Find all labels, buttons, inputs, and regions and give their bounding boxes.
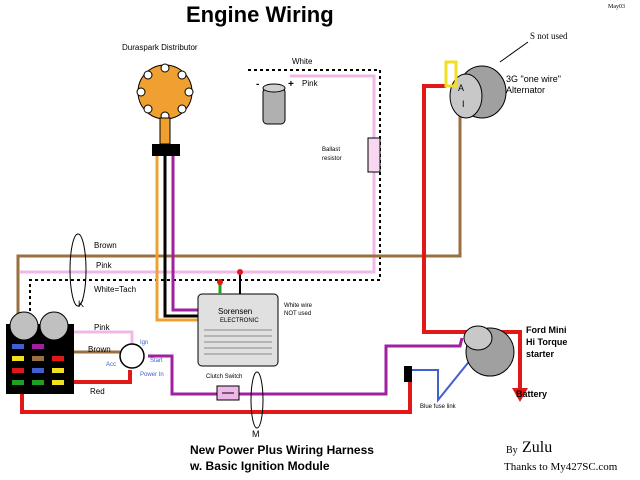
brown-left-label: Brown [88,345,111,354]
brown-wire-label: Brown [94,241,117,250]
thanks-label: Thanks to My427SC.com [504,461,618,473]
date-code: May03 [608,4,625,10]
distributor-label: Duraspark Distributor [122,43,198,52]
switch-start-label: Start [150,358,163,364]
red-left-label: Red [90,387,105,396]
dotted-black-wire [29,69,381,318]
harness-loop-m [250,371,264,429]
alternator-i-label: I [462,99,465,109]
blue-fuse-link-wire [410,347,481,403]
ballast-resistor [367,137,381,173]
alternator-label: 3G "one wire" Alternator [506,74,561,95]
battery-arrow [512,388,528,402]
pink-wire [20,74,376,344]
page-title: Engine Wiring [186,2,334,27]
harness-caption-line2: w. Basic Ignition Module [190,459,330,473]
switch-power-in-label: Power In [140,372,164,378]
starter-motor [463,325,515,377]
starter-label: Ford Mini Hi Torque starter [526,325,568,359]
ignition-coil [262,83,286,125]
gauge-cluster [6,311,74,394]
distributor-cap [136,63,194,156]
module-sub-label: ELECTRONIC [220,318,259,324]
author-label: Zulu [522,439,553,456]
fuse-holder [404,366,412,382]
distributor-wires [155,156,200,322]
switch-ign-label: Ign [140,340,149,346]
k-marker-label: K [78,299,85,309]
white-not-used-label: White wire NOT used [284,303,313,317]
by-label: By [506,445,518,456]
clutch-switch-label: Clutch Switch [206,374,243,380]
s-pointer [499,41,529,63]
m-marker-label: M [252,429,260,439]
alternator-a-label: A [458,83,465,93]
ignition-module [197,269,279,367]
harness-caption-line1: New Power Plus Wiring Harness [190,443,374,457]
ballast-label: Ballast resistor [322,147,342,162]
pink-wire-top-label: Pink [302,79,318,88]
white-tach-label: White=Tach [94,285,137,294]
pink-left-label: Pink [94,323,110,332]
coil-plus-label: + [288,79,294,90]
battery-label: Battery [516,389,548,399]
pink-wire-mid-label: Pink [96,261,112,270]
blue-fuse-link-label: Blue fuse link [420,404,456,410]
switch-acc-label: Acc [106,362,117,368]
ignition-switch [119,343,145,369]
module-brand-label: Sorensen [218,307,253,316]
red-wire [20,84,522,414]
harness-loop-k [69,233,87,307]
purple-starter-wire [148,337,464,396]
white-wire-label: White [292,57,313,66]
s-not-used-label: S not used [530,31,568,41]
coil-minus-label: - [256,79,260,90]
alternator [444,60,507,119]
